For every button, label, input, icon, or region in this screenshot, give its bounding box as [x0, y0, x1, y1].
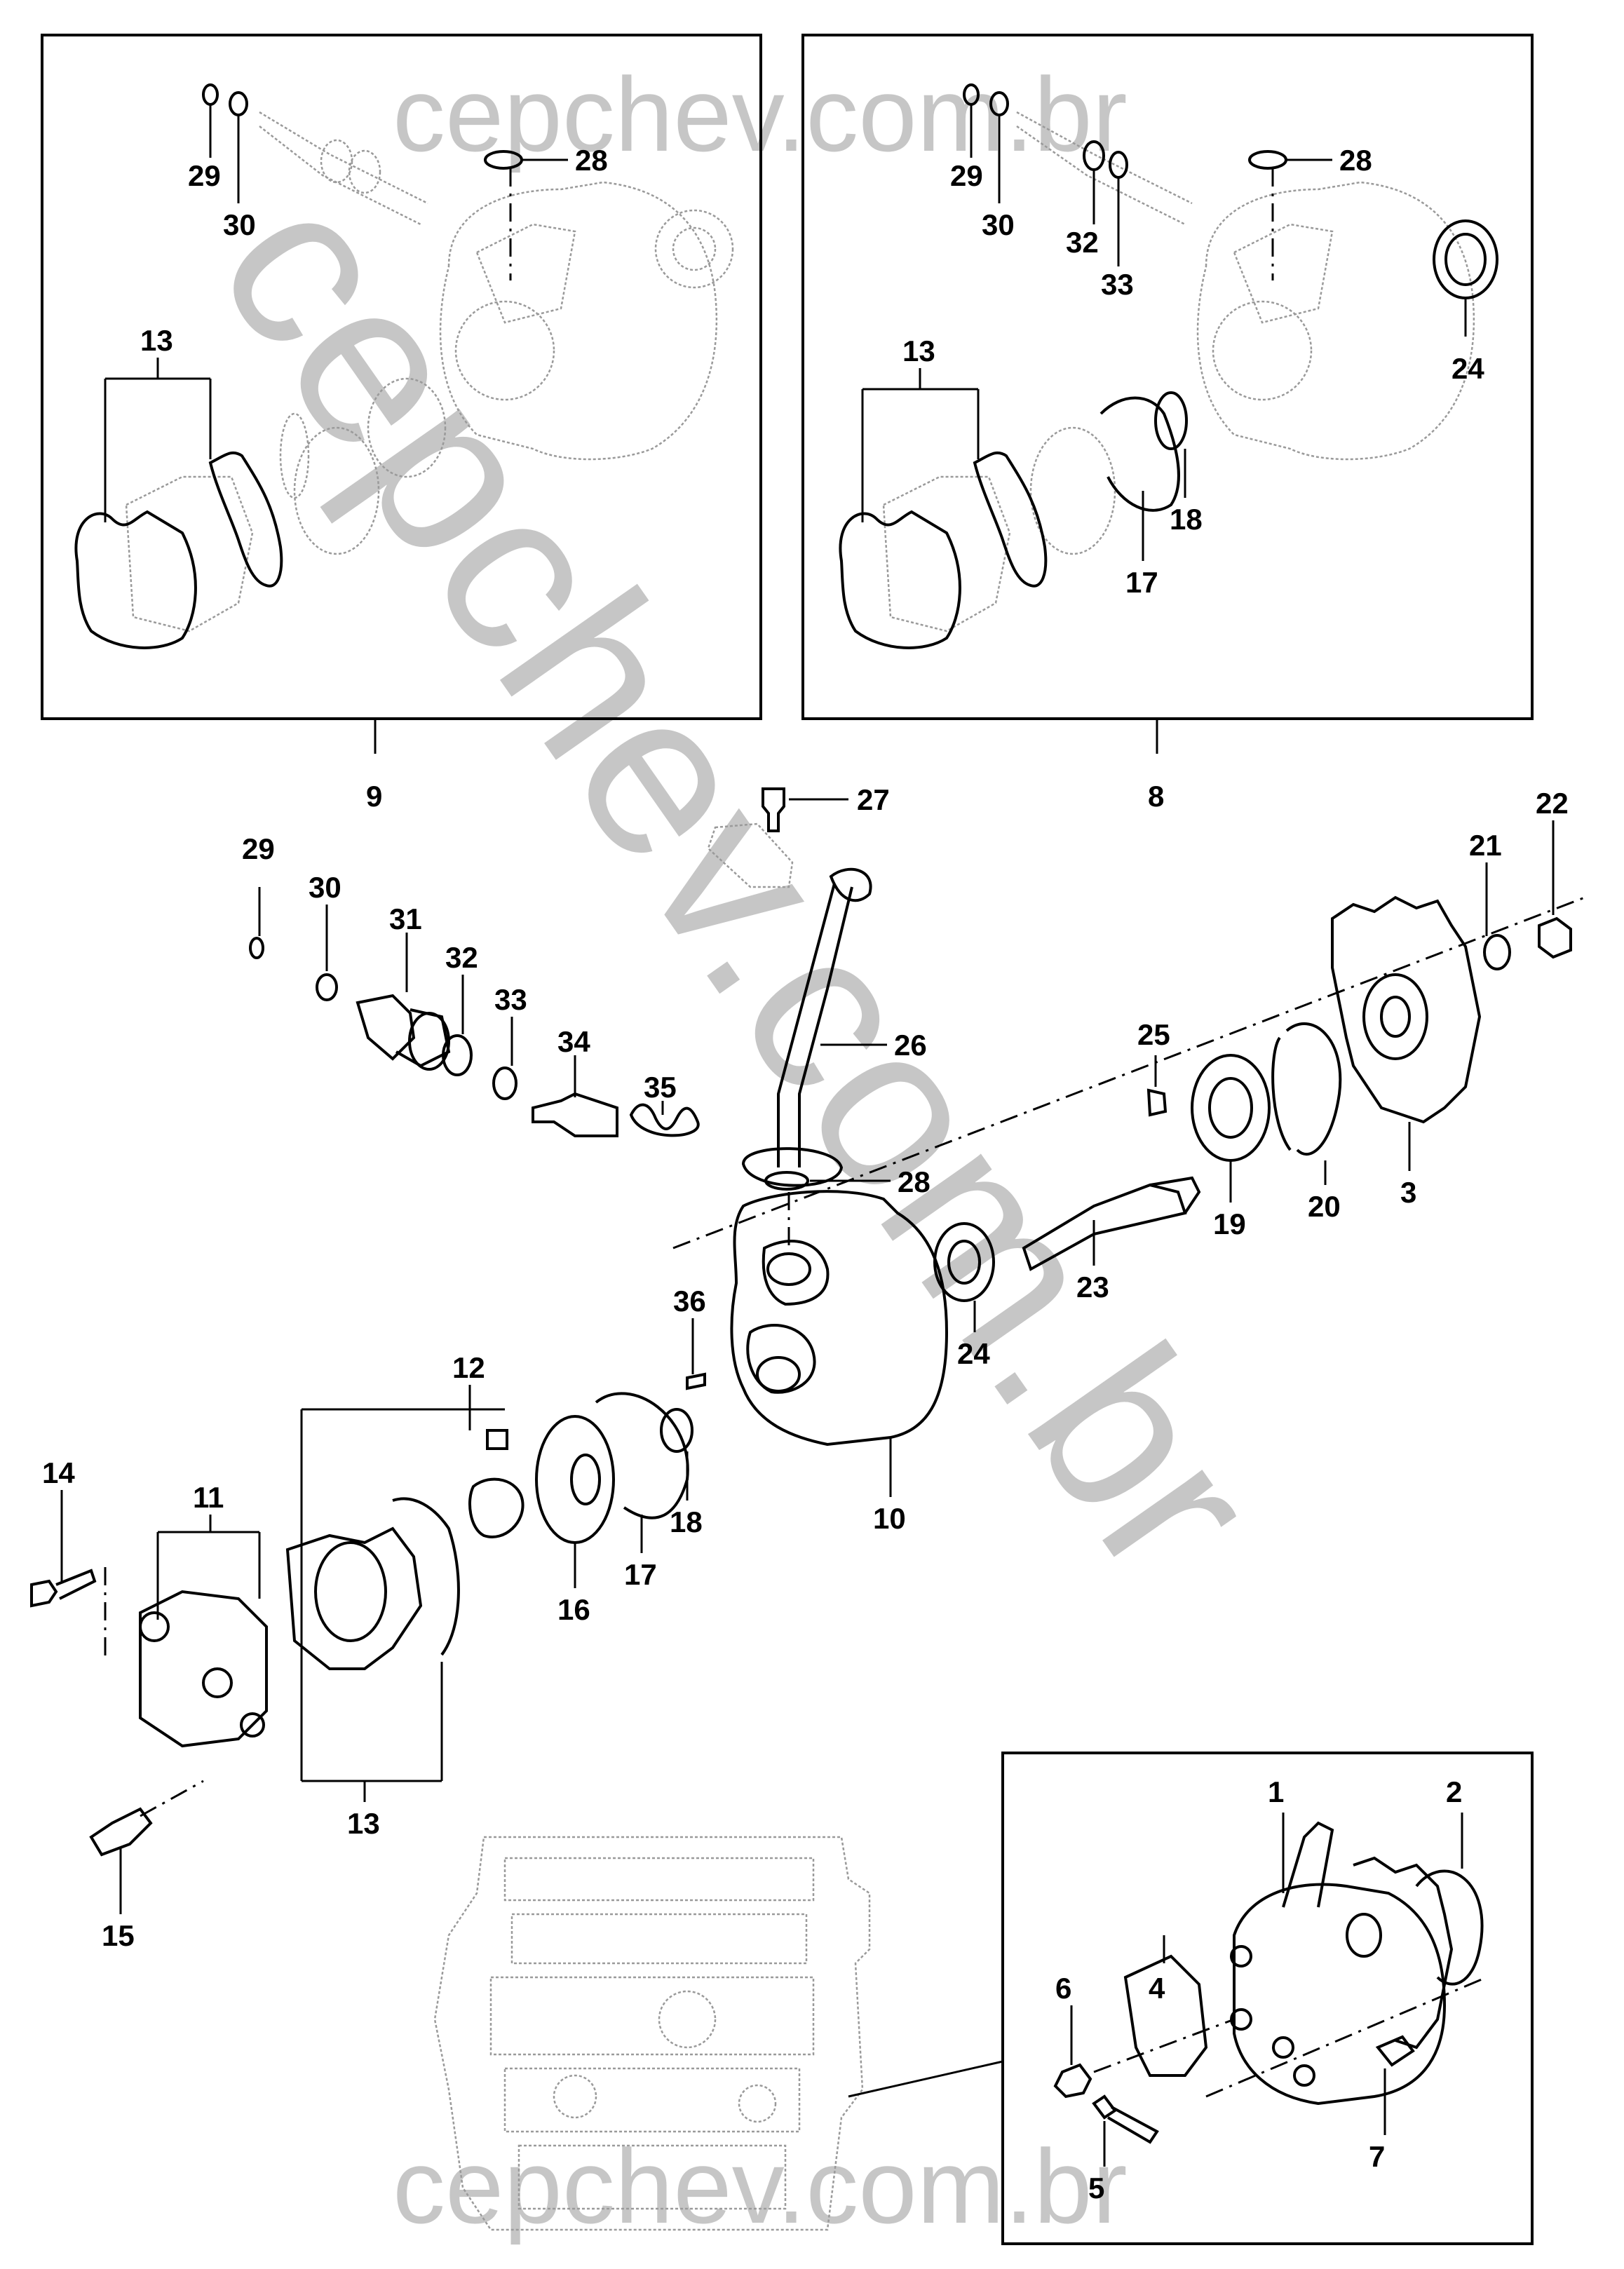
watermark-layer: cepchev.com.br cepchev.com.br cepchev.co… — [169, 55, 1309, 2245]
callout-32-inset8: 32 — [1066, 226, 1099, 259]
callout-16: 16 — [557, 1593, 590, 1626]
callout-28-inset9: 28 — [575, 144, 608, 177]
engine-silhouette — [433, 1836, 871, 2231]
callout-29-main: 29 — [242, 832, 275, 865]
callout-8: 8 — [1148, 780, 1164, 813]
callout-3: 3 — [1400, 1176, 1416, 1209]
callout-4: 4 — [1149, 1972, 1165, 2005]
callout-18-inset8: 18 — [1170, 503, 1203, 536]
callout-28-main: 28 — [898, 1165, 931, 1198]
callout-34: 34 — [557, 1025, 590, 1058]
callout-27: 27 — [857, 783, 890, 816]
callout-13-inset8: 13 — [902, 334, 935, 367]
callout-22: 22 — [1536, 787, 1569, 820]
callout-15: 15 — [102, 1919, 135, 1952]
callout-35: 35 — [644, 1071, 677, 1104]
callout-14: 14 — [42, 1456, 75, 1489]
callout-33-inset8: 33 — [1101, 268, 1134, 301]
callout-29-inset8: 29 — [950, 159, 983, 192]
callout-33-main: 33 — [494, 983, 527, 1016]
callout-11: 11 — [193, 1481, 224, 1514]
callout-13-main: 13 — [347, 1807, 380, 1840]
callout-20: 20 — [1308, 1190, 1341, 1223]
callout-23: 23 — [1076, 1271, 1109, 1303]
callout-26: 26 — [894, 1029, 927, 1062]
callout-31: 31 — [389, 902, 422, 935]
callout-12: 12 — [452, 1351, 485, 1384]
callout-36: 36 — [673, 1285, 706, 1318]
callout-32-main: 32 — [445, 941, 478, 974]
callout-21: 21 — [1469, 829, 1502, 862]
main-exploded-view: 27 29 30 31 32 33 34 35 26 28 25 21 22 1… — [30, 783, 1585, 1952]
callout-28-inset8: 28 — [1339, 144, 1372, 177]
callout-17-main: 17 — [624, 1558, 657, 1591]
callout-6: 6 — [1055, 1972, 1071, 2005]
callout-2: 2 — [1446, 1775, 1462, 1808]
callout-13-inset9: 13 — [140, 324, 173, 357]
callout-30-inset9: 30 — [223, 208, 256, 241]
callout-19: 19 — [1213, 1207, 1246, 1240]
inset-bottom: 1 2 6 4 5 7 — [1001, 1752, 1534, 2245]
callout-30-main: 30 — [309, 871, 341, 904]
callout-25: 25 — [1137, 1018, 1170, 1051]
callout-9: 9 — [366, 780, 382, 813]
inset-9: 29 30 28 13 9 — [41, 34, 762, 813]
callout-18-main: 18 — [670, 1505, 703, 1538]
callout-17-inset8: 17 — [1125, 566, 1158, 599]
inset-8: 29 30 32 33 28 24 13 18 17 8 — [801, 34, 1534, 813]
callout-1: 1 — [1268, 1775, 1284, 1808]
callout-24-inset8: 24 — [1452, 352, 1484, 385]
watermark-bottom: cepchev.com.br — [393, 2127, 1128, 2245]
callout-10: 10 — [873, 1502, 906, 1535]
callout-24-main: 24 — [957, 1337, 990, 1370]
callout-30-inset8: 30 — [982, 208, 1015, 241]
callout-29-inset9: 29 — [188, 159, 221, 192]
callout-7: 7 — [1369, 2140, 1385, 2173]
callout-5: 5 — [1088, 2172, 1104, 2204]
